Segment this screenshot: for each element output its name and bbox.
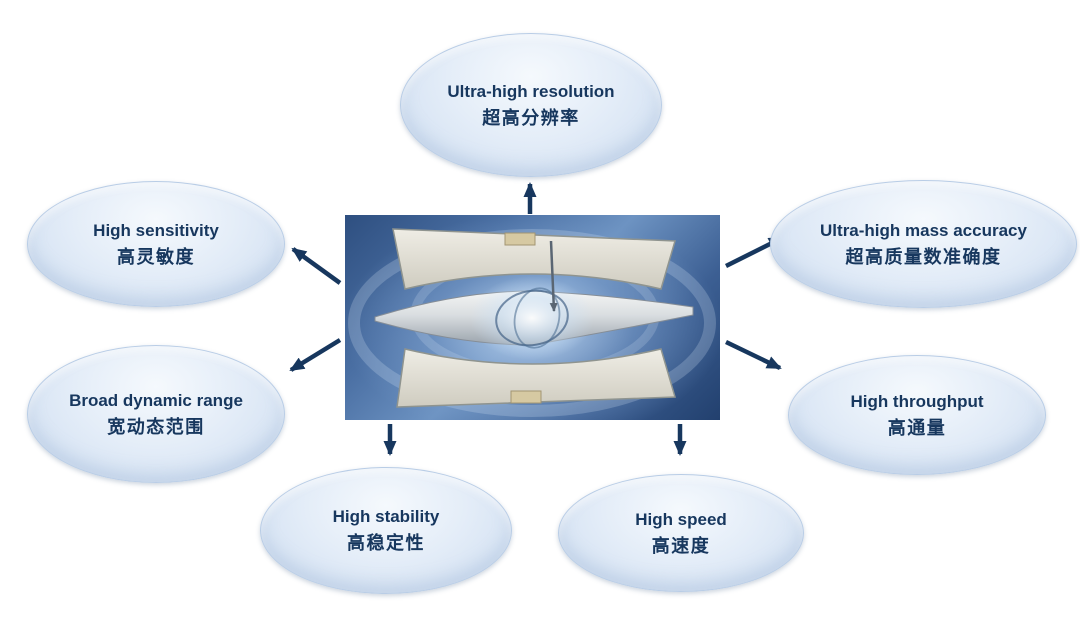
orbitrap-illustration [348,228,716,417]
feature-ellipse-broad-dynamic-range: Broad dynamic range 宽动态范围 [27,345,285,483]
feature-label-zh: 宽动态范围 [107,416,205,437]
feature-label-zh: 高稳定性 [347,533,425,554]
arrow-left-upper [291,247,342,285]
feature-ellipse-ultra-high-resolution: Ultra-high resolution 超高分辨率 [400,33,662,177]
feature-ellipse-high-stability: High stability 高稳定性 [260,467,512,594]
feature-label-en: High speed [635,509,727,529]
feature-label-en: Ultra-high resolution [447,81,615,101]
feature-label-en: Ultra-high mass accuracy [820,220,1027,240]
outer-electrode-top [392,228,676,290]
ion-orbit-ring-1 [495,289,569,347]
orbitrap-cutaway-image [345,215,720,420]
feature-label-en: High throughput [850,391,984,411]
feature-ellipse-high-speed: High speed 高速度 [558,474,804,592]
feature-ellipse-high-throughput: High throughput 高通量 [788,355,1046,475]
ion-glow [470,276,594,360]
feature-label-zh: 超高分辨率 [482,107,580,128]
feature-label-zh: 超高质量数准确度 [845,246,1002,267]
feature-label-zh: 高通量 [887,417,947,438]
ceramic-spacer-top [504,232,536,246]
outer-electrode-bottom [396,348,676,408]
ion-orbit-ring-2 [513,287,561,349]
feature-label-en: High stability [332,507,440,527]
feature-label-zh: 高灵敏度 [117,246,195,267]
feature-ellipse-ultra-high-mass-accuracy: Ultra-high mass accuracy 超高质量数准确度 [770,180,1077,308]
feature-label-en: Broad dynamic range [69,390,243,410]
ion-injection-arrow [549,240,558,312]
ceramic-spacer-bottom [510,390,542,404]
feature-ellipse-high-sensitivity: High sensitivity 高灵敏度 [27,181,285,307]
arrow-right-lower [725,339,782,371]
feature-label-zh: 高速度 [651,535,711,556]
arrow-left-lower [289,338,342,372]
feature-label-en: High sensitivity [93,220,219,240]
